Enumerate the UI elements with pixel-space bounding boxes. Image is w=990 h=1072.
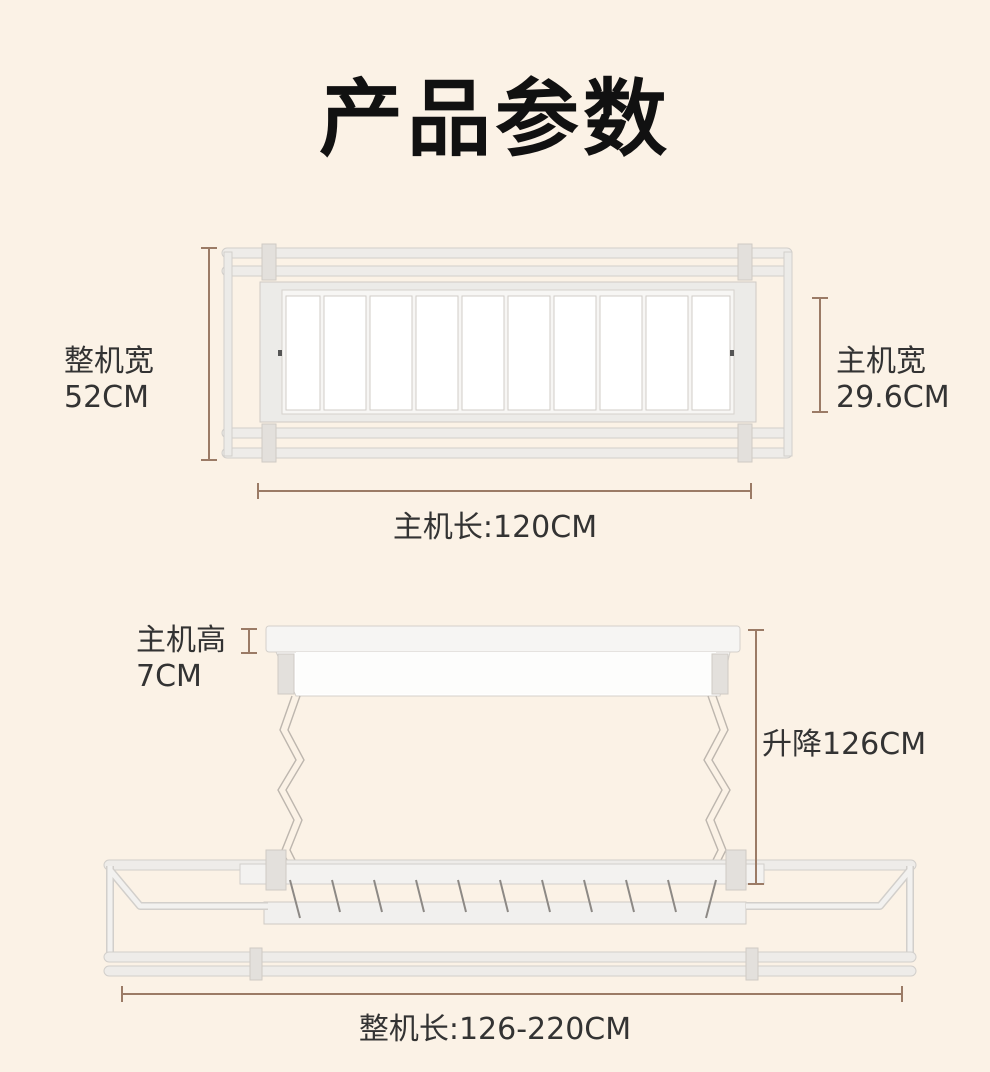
- main-width-name: 主机宽: [836, 344, 926, 379]
- overall-length-label: 整机长:126-220CM: [358, 1012, 632, 1047]
- main-height-value: 7CM: [136, 659, 202, 694]
- main-width-value: 29.6CM: [836, 380, 950, 415]
- main-height-name: 主机高: [136, 623, 226, 658]
- lift-label: 升降126CM: [762, 727, 927, 762]
- page-title: 产品参数: [318, 70, 671, 168]
- overall-width-label: 整机宽 52CM: [64, 344, 154, 416]
- main-length-label: 主机长:120CM: [392, 510, 598, 545]
- overall-width-name: 整机宽: [64, 344, 154, 379]
- top-view-diagram: [201, 243, 828, 499]
- overall-width-value: 52CM: [64, 380, 150, 415]
- main-height-label: 主机高 7CM: [136, 623, 226, 695]
- main-width-label: 主机宽 29.6CM: [836, 344, 950, 416]
